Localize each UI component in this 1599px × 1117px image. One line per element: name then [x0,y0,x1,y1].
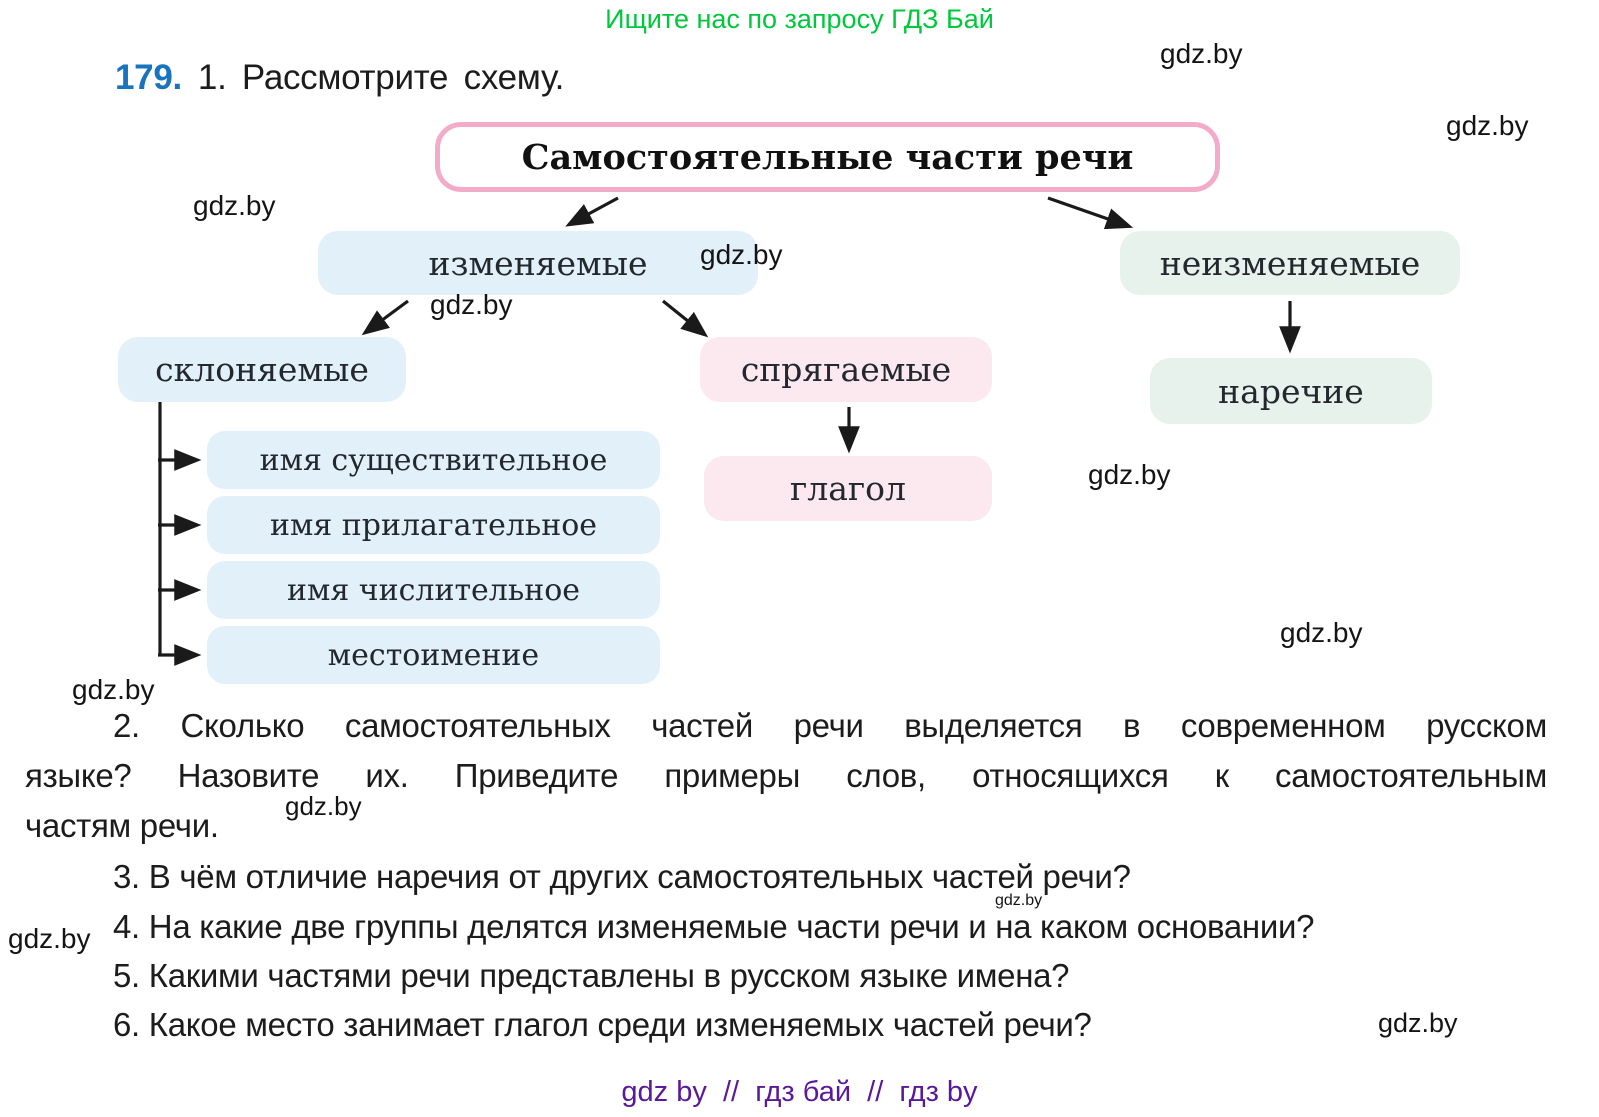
arrow-mutable-to-conjugable [661,299,709,338]
diagram-root-box: Самостоятельные части речи [435,122,1220,192]
diagram-adjective-box: имя прилагательное [207,496,660,554]
diagram-numeral-box: имя числительное [207,561,660,619]
gdz-watermark: gdz.by [285,791,362,821]
task-number: 179. [115,58,182,97]
arrow-mutable-to-declinable [361,299,409,336]
gdz-watermark: gdz.by [1378,1008,1458,1038]
diagram-conjugable-box: спрягаемые [700,337,992,402]
diagram-adverb-box: наречие [1150,358,1432,424]
gdz-watermark: gdz.by [1088,459,1171,490]
footer-sites-text: gdz by // гдз бай // гдз by [621,1076,978,1108]
task-intro-text: 1. Рассмотрите схему. [197,58,565,97]
arrow-root-to-mutable [565,196,619,227]
gdz-watermark: gdz.by [995,892,1043,909]
promo-banner-text: Ищите нас по запросу ГДЗ Бай [605,4,994,34]
question-2-line-1: 2. Сколько самостоятельных частей речи в… [113,707,1547,744]
diagram-pronoun-box: местоимение [207,626,660,684]
question-2-line-2: языке? Назовите их. Приведите примеры сл… [25,757,1547,794]
gdz-watermark: gdz.by [1280,617,1363,648]
diagram-declinable-box: склоняемые [118,337,406,402]
gdz-watermark: gdz.by [430,289,513,320]
gdz-watermark: gdz.by [8,923,91,954]
diagram-verb-box: глагол [704,456,992,521]
question-3: 3. В чём отличие наречия от других самос… [113,858,1131,895]
gdz-watermark: gdz.by [72,674,155,705]
diagram-mutable-box: изменяемые [318,231,758,295]
diagram-noun-box: имя существительное [207,431,660,489]
question-5: 5. Какими частями речи представлены в ру… [113,957,1070,994]
question-2-line-3: частям речи. [25,807,219,844]
gdz-watermark: gdz.by [1160,38,1243,69]
question-6: 6. Какое место занимает глагол среди изм… [113,1006,1092,1043]
gdz-watermark: gdz.by [193,190,276,221]
gdz-watermark: gdz.by [1446,110,1529,141]
question-4: 4. На какие две группы делятся изменяемы… [113,908,1315,945]
question-2: 2. Сколько самостоятельных частей речи в… [25,701,1547,851]
gdz-watermark: gdz.by [700,239,783,270]
task-heading: 179. 1. Рассмотрите схему. [115,58,564,98]
diagram-immutable-box: неизменяемые [1120,231,1460,295]
arrow-root-to-immutable [1047,196,1134,230]
